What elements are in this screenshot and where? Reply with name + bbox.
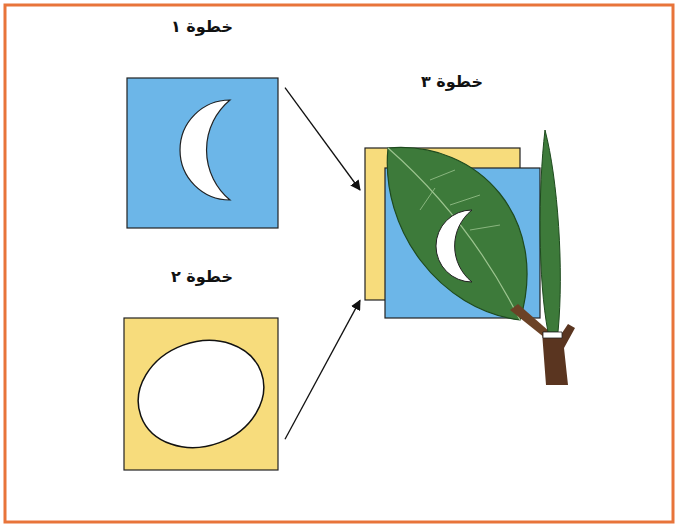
arrow-connector <box>285 88 360 190</box>
step-title: خطوة ١ <box>168 17 236 36</box>
step-title: خطوة ٣ <box>418 72 486 91</box>
arrow-connector <box>285 300 360 439</box>
step-illustration <box>120 15 285 235</box>
step-illustration <box>360 70 585 390</box>
frame-border <box>5 5 673 522</box>
step-illustration <box>120 265 285 475</box>
step-panel: خطوة ٣ <box>360 70 585 390</box>
step-title: خطوة ٢ <box>168 267 236 286</box>
step-panel: خطوة ١ <box>120 15 285 235</box>
step-panel: خطوة ٢ <box>120 265 285 475</box>
